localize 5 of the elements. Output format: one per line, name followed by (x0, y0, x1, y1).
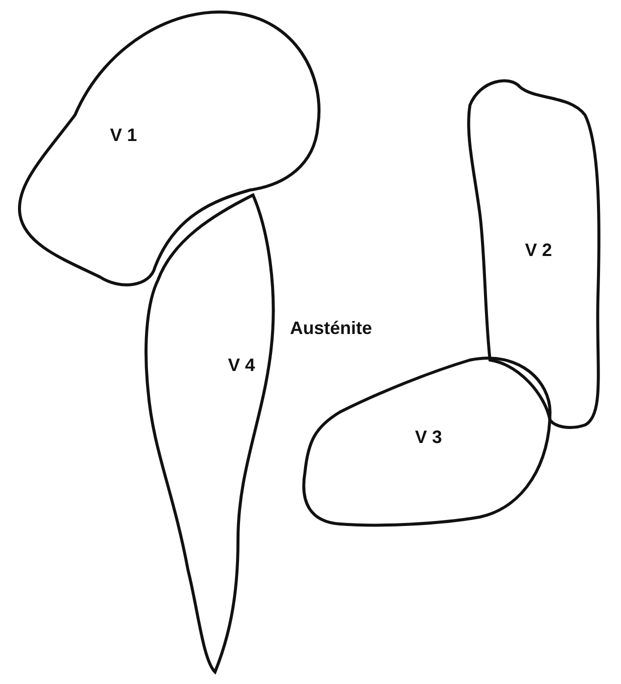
grain-label: V 2 (525, 240, 552, 261)
grain-label: V 4 (228, 355, 256, 376)
grain-label: V 1 (110, 125, 138, 146)
grain-label: V 3 (415, 427, 442, 448)
phase-label: Austénite (290, 318, 372, 339)
